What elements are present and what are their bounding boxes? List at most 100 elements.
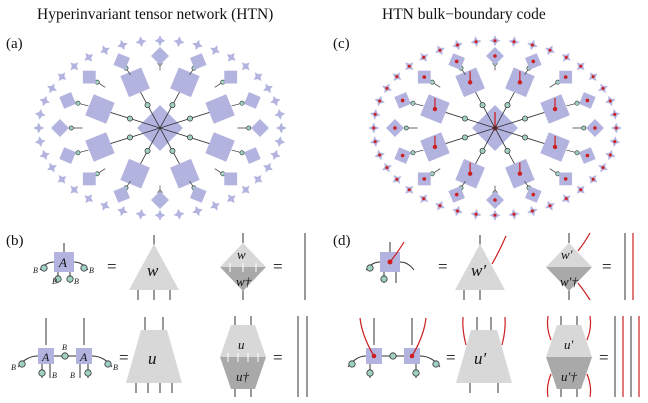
tensor-A (85, 94, 115, 124)
label-A: A (41, 350, 50, 364)
label-B: B (62, 343, 67, 352)
b-node (40, 264, 48, 272)
label-w-prime: w′ (561, 247, 573, 262)
tensor-A (82, 172, 96, 186)
tensor-A (205, 94, 235, 124)
boundary-tensor (135, 208, 147, 220)
boundary-tensor (173, 36, 185, 48)
boundary-tensor (47, 162, 57, 173)
tensor-A (85, 132, 115, 162)
boundary-tensor (84, 52, 94, 62)
tensor-A (59, 92, 76, 109)
boundary-tensor (210, 45, 220, 56)
equals-sign: = (446, 348, 456, 367)
b-disentangler-u: u (126, 317, 182, 393)
boundary-tensor (117, 205, 128, 217)
htn-network-a (33, 35, 287, 221)
panel-label-b: (b) (6, 233, 24, 249)
b-tensor-AA: A A B B B B B (11, 318, 118, 380)
title-right: HTN bulk−boundary code (382, 6, 546, 23)
equals-sign: = (599, 348, 609, 367)
boundary-tensor (39, 95, 50, 107)
boundary-tensor (263, 83, 273, 94)
tensor-A (59, 147, 76, 164)
tensor-A (244, 147, 261, 164)
equals-sign: = (273, 257, 283, 276)
label-u-prime: u′ (564, 337, 574, 352)
tensor-A (120, 67, 150, 98)
boundary-tensor (33, 122, 45, 134)
tensor-A (224, 70, 238, 84)
boundary-tensor (274, 136, 286, 148)
boundary-tensor (226, 194, 236, 204)
label-w-prime: w′ (471, 261, 486, 280)
tensor-A (190, 53, 207, 70)
boundary-tensor (154, 209, 166, 221)
equals-sign: = (438, 257, 448, 276)
label-B: B (113, 363, 118, 372)
boundary-tensor (253, 72, 263, 82)
panel-label-d: (d) (333, 233, 351, 249)
boundary-tensor (47, 83, 57, 94)
boundary-tensor (192, 205, 203, 217)
label-w: w (237, 247, 246, 262)
label-u-prime-dagger: u′† (561, 369, 577, 384)
boundary-tensor (210, 200, 220, 211)
tensor-A (190, 186, 207, 203)
d-disentangler-u-prime-contraction: u′ u′† (546, 315, 592, 398)
boundary-tensor (135, 36, 147, 48)
tensor-A (151, 191, 169, 209)
b-isometry-w: w (129, 235, 179, 300)
boundary-tensor (241, 62, 250, 71)
tensor-A (113, 53, 130, 70)
label-u: u (148, 349, 157, 368)
tensor-A (224, 172, 238, 186)
tensor-A (151, 47, 169, 65)
boundary-tensor (241, 185, 250, 194)
label-A: A (79, 350, 88, 364)
label-u-prime: u′ (474, 349, 487, 368)
boundary-tensor (70, 62, 79, 71)
tensor-A (205, 132, 235, 162)
label-B: B (52, 371, 57, 380)
tensor-A (251, 119, 269, 137)
tensor-A (113, 186, 130, 203)
boundary-tensor (100, 200, 110, 211)
boundary-tensor (84, 194, 94, 204)
boundary-tensor (57, 174, 67, 184)
boundary-tensor (253, 174, 263, 184)
d-disentangler-u-prime: u′ (456, 316, 512, 393)
tensor-A (170, 158, 200, 189)
boundary-tensor (154, 35, 166, 47)
tensor-A (170, 67, 200, 98)
b-node (66, 275, 74, 283)
label-B: B (33, 266, 38, 275)
equals-sign: = (602, 257, 612, 276)
boundary-tensor (226, 52, 236, 62)
label-w-dagger: w† (236, 274, 252, 289)
tensor-A (51, 119, 69, 137)
label-A: A (58, 255, 67, 270)
boundary-tensor (70, 185, 79, 194)
equals-sign: = (107, 257, 117, 276)
label-u: u (238, 337, 245, 352)
b-node (54, 275, 62, 283)
d-tensor-AA-with-bulk (347, 317, 441, 378)
boundary-tensor (39, 149, 50, 161)
boundary-tensor (57, 72, 67, 82)
boundary-tensor (270, 95, 281, 107)
label-w-prime-dagger: w′† (560, 274, 579, 289)
tensor-A (244, 92, 261, 109)
boundary-tensor (192, 39, 203, 51)
label-B: B (52, 277, 57, 286)
htn-network-c (368, 35, 622, 221)
panel-label-c: (c) (333, 36, 350, 52)
panel-label-a: (a) (6, 36, 23, 52)
boundary-tensor (270, 149, 281, 161)
label-B: B (74, 277, 79, 286)
label-w: w (147, 261, 159, 280)
boundary-tensor (263, 162, 273, 173)
boundary-tensor (100, 45, 110, 56)
boundary-tensor (117, 39, 128, 51)
